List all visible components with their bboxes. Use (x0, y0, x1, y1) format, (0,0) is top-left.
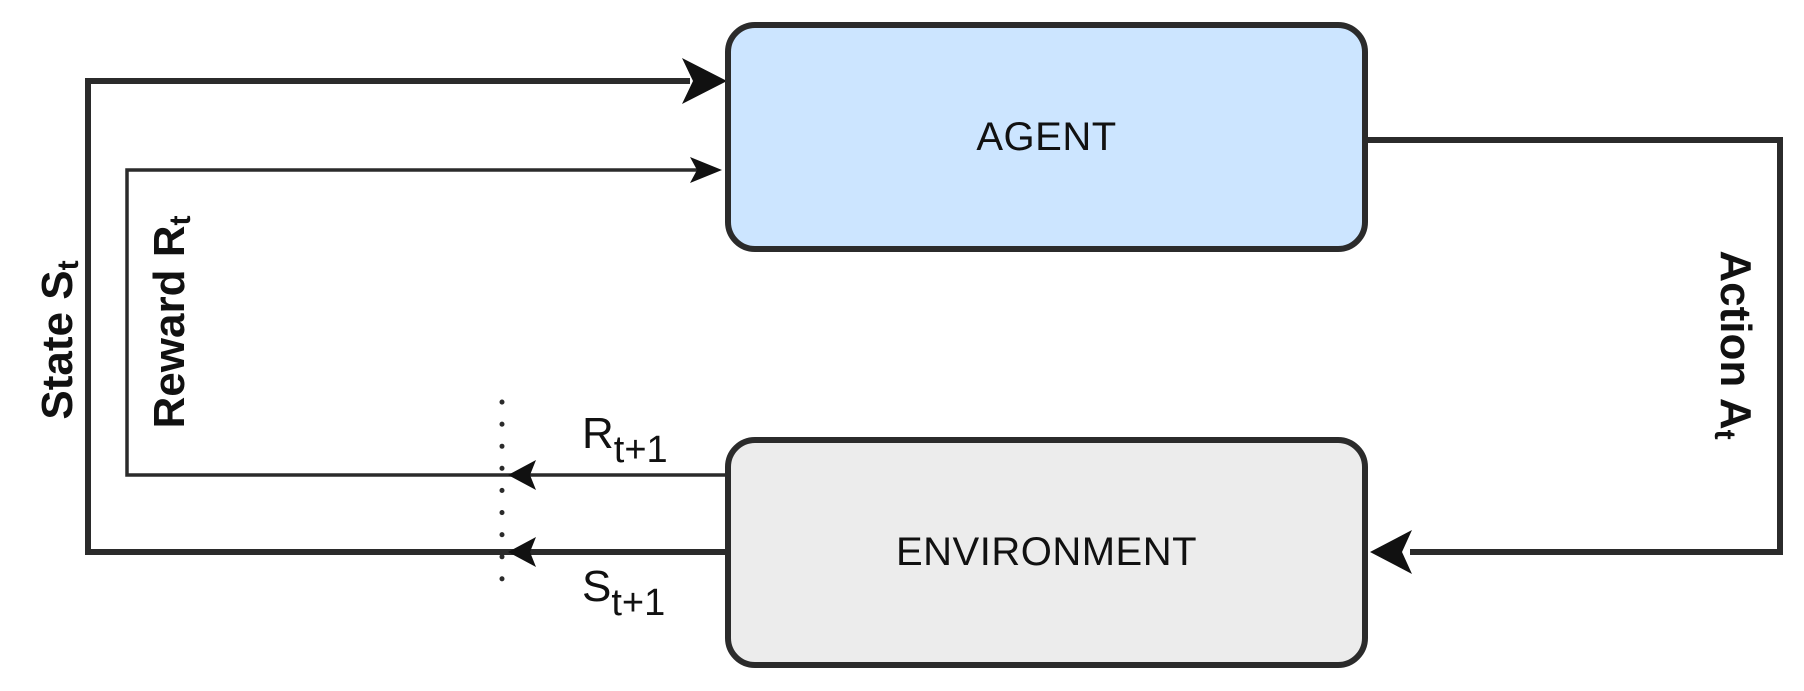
action-edge-line (1368, 137, 1783, 555)
next-state-label-sub: t+1 (611, 582, 666, 624)
environment-box: ENVIRONMENT (725, 437, 1368, 668)
next-state-arrowhead (508, 537, 536, 567)
action-label: Action At (1708, 250, 1760, 439)
next-reward-label-sub: t+1 (613, 429, 668, 471)
agent-box: AGENT (725, 22, 1368, 252)
action-label-var: A (1711, 397, 1760, 430)
agent-label: AGENT (976, 114, 1117, 159)
reward-edge-line (125, 168, 725, 477)
next-reward-label: Rt+1 (582, 409, 668, 470)
reward-arrowhead (690, 157, 722, 183)
state-label-name: State (33, 312, 82, 420)
state-label: State St (33, 260, 85, 420)
state-arrowhead (682, 58, 727, 104)
reward-label-var: R (145, 225, 194, 258)
next-state-label: St+1 (582, 562, 665, 623)
environment-label: ENVIRONMENT (895, 530, 1198, 574)
reward-label-name: Reward (145, 269, 194, 429)
state-label-sub: t (52, 260, 85, 271)
reward-label-sub: t (164, 215, 197, 226)
next-reward-label-name: R (582, 409, 614, 458)
action-label-name: Action (1711, 250, 1760, 388)
action-label-sub: t (1708, 429, 1741, 440)
state-label-var: S (33, 270, 82, 300)
state-edge-line (85, 78, 725, 555)
next-reward-arrowhead (508, 460, 536, 490)
action-arrowhead (1370, 530, 1412, 574)
next-state-label-name: S (582, 562, 612, 611)
reward-label: Reward Rt (145, 216, 197, 429)
